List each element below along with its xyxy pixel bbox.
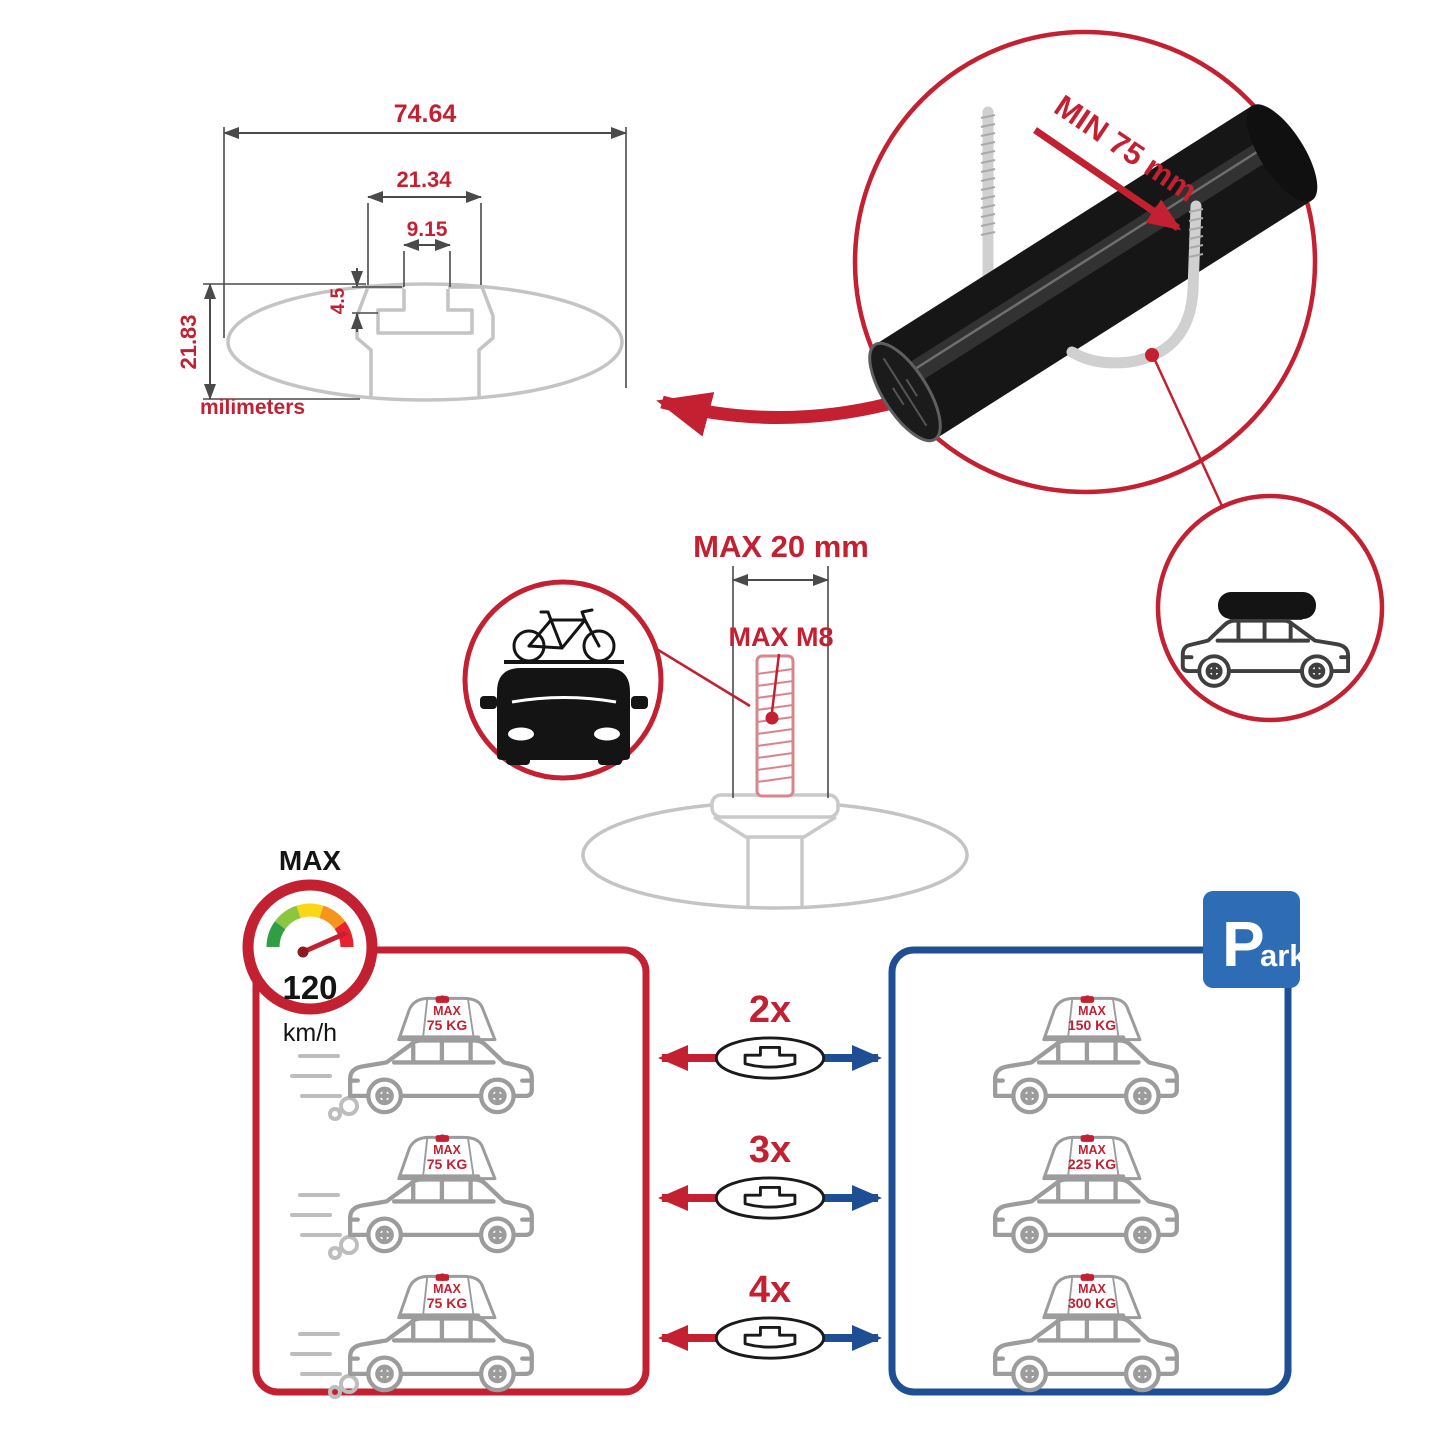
crossbar-icon [868,104,1318,443]
thread-pointer-dot [765,711,779,725]
parking-sign-rest: ark [1260,938,1307,973]
parking-sign-letter: P [1222,908,1265,980]
t-profile-icon-3 [714,1316,826,1360]
gauge-unit: km/h [283,1019,337,1047]
speed-limit-gauge: MAX 120 km/h [242,845,378,1047]
dim-channel-width-lines [367,191,482,285]
parked-load-max-3: MAX [1078,1282,1106,1296]
t-slot-profile [355,285,495,397]
dim-total-width: 74.64 [394,100,457,128]
gauge-title: MAX [279,845,342,876]
dim-total-height-lines [203,283,366,400]
roof-box-icon [1218,592,1316,619]
driving-load-1: 75 KG [427,1017,468,1033]
dim-channel-width: 21.34 [396,167,452,192]
crossbar-outline [226,282,624,402]
circle-pointer-line [654,646,751,708]
parking-icon: P ark [1203,891,1307,988]
gauge-value: 120 [282,969,337,1006]
clamp-right-rod [1066,200,1204,369]
parked-load-max-1: MAX [1078,1004,1106,1018]
parked-load-1: 150 KG [1068,1017,1116,1033]
dim-total-height: 21.83 [176,314,201,369]
parking-sign-tile [1203,891,1300,988]
quantity-rows: 2x 3x 4x [658,989,882,1360]
bolt-max-thread: MAX M8 [728,622,833,652]
motion-lines [290,1054,359,1399]
t-adapter [710,793,840,906]
crossbar-inset: MIN 75 mm [852,29,1318,507]
parked-panel: MAX 150 KG MAX 225 KG MAX 300 KG P ark [888,891,1307,1396]
quantity-label-2: 3x [749,1129,791,1171]
min-gap-arrow [1033,127,1182,231]
gauge-pivot [297,946,309,958]
dim-slot-width: 9.15 [407,218,448,241]
thread-pointer-line [770,653,781,713]
parked-load-2: 225 KG [1068,1156,1116,1172]
driving-load-max-2: MAX [433,1143,461,1157]
driving-load-2: 75 KG [427,1156,468,1172]
parked-load-max-2: MAX [1078,1143,1106,1157]
dim-total-width-lines [223,127,627,388]
quantity-label-1: 2x [749,989,791,1031]
roof-box-car-inset [1155,493,1385,723]
driving-load-3: 75 KG [427,1295,468,1311]
t-profile-icon-2 [714,1176,826,1220]
bolt-diagram: MAX 20 mm MAX M8 [462,529,969,910]
clamp-pointer-dot [1145,348,1159,362]
t-profile-icon-1 [714,1036,826,1080]
bolt-max-length: MAX 20 mm [693,529,869,564]
dim-slot-width-lines [403,239,451,287]
clamp-to-car-line [1152,357,1224,507]
gauge-needle [300,931,347,955]
crossbar-end-face [868,341,942,443]
dim-bolt-length-lines [732,566,829,798]
crossbar-dimension-drawing: 74.64 21.34 9.15 4.5 21.83 milimeters [176,100,627,419]
driving-load-max-3: MAX [433,1282,461,1296]
dim-slot-depth: 4.5 [328,287,349,314]
bike-car-inset [462,579,751,781]
driving-panel: MAX 75 KG MAX 75 KG MAX 75 KG [252,946,650,1399]
units-label: milimeters [200,396,305,419]
bolt-icon [755,654,795,798]
clamp-left-rod [980,106,996,301]
quantity-label-3: 4x [749,1269,791,1311]
zoom-arrow [656,392,890,437]
dim-slot-depth-lines [351,268,402,332]
car-front-icon [480,660,648,765]
driving-load-max-1: MAX [433,1004,461,1018]
parked-load-3: 300 KG [1068,1295,1116,1311]
